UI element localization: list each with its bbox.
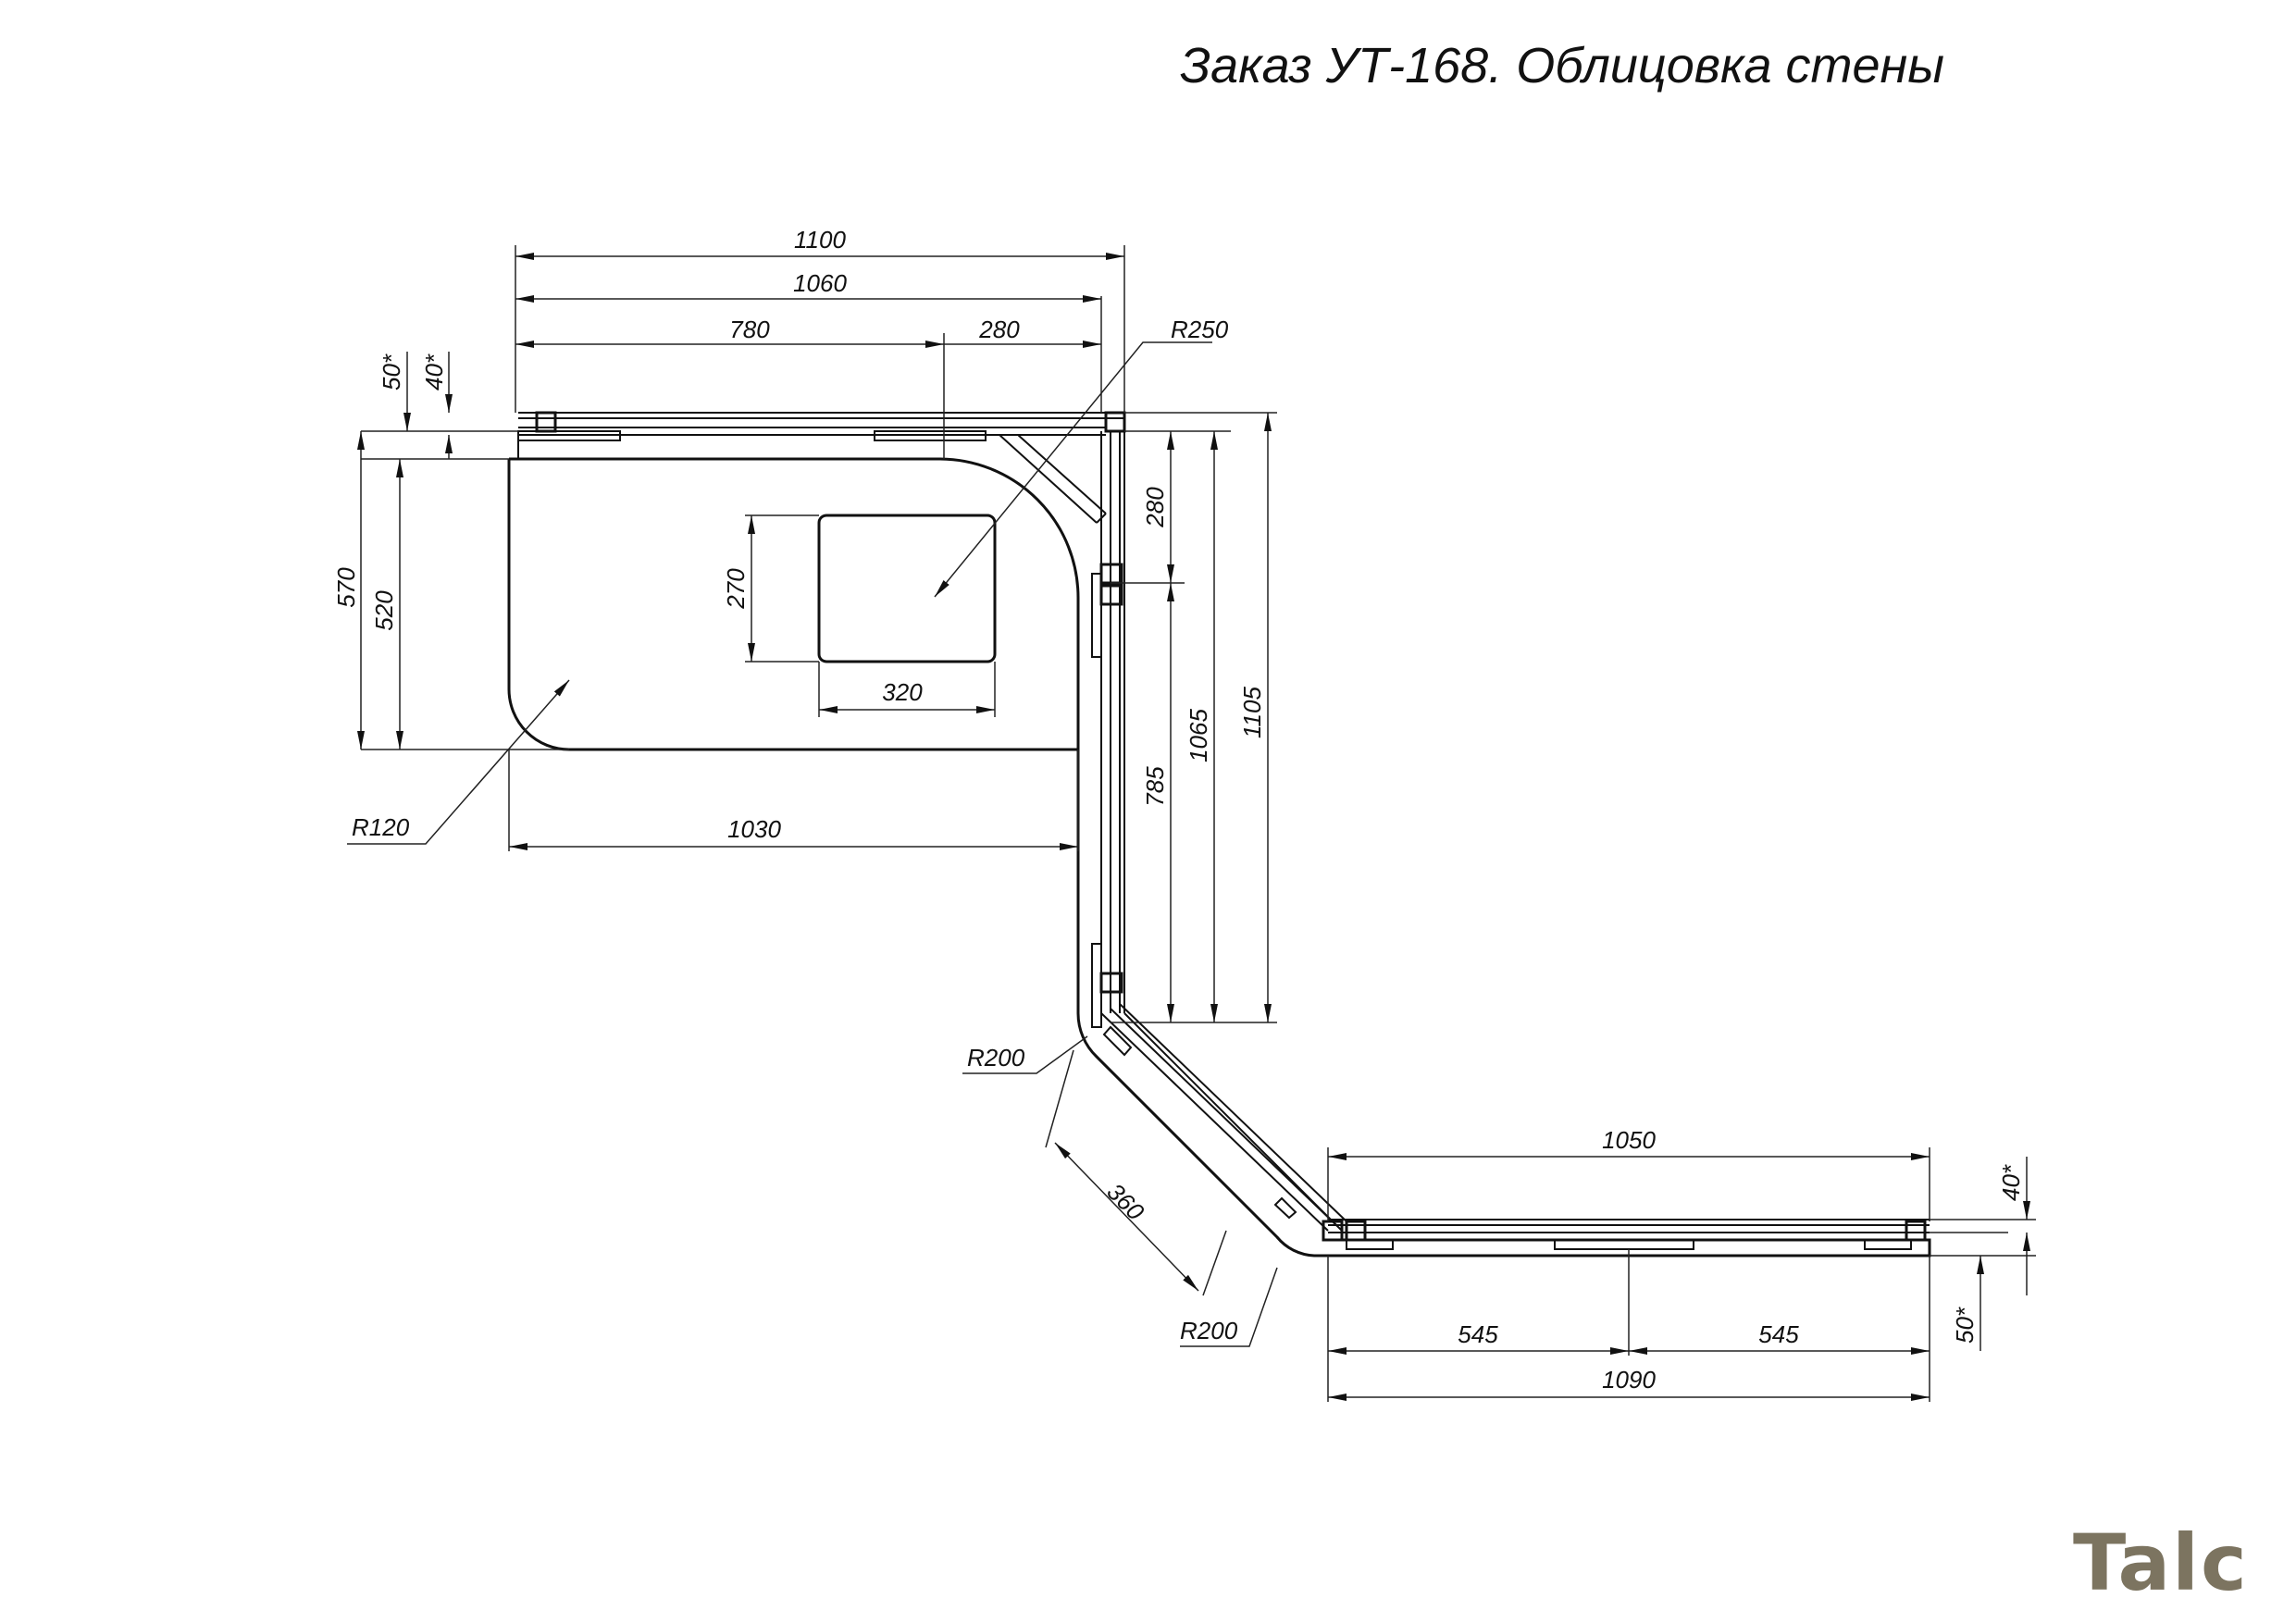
dim-570: 570 [332, 567, 360, 608]
dim-280-top: 280 [978, 316, 1020, 343]
dim-520: 520 [370, 590, 398, 631]
dim-270: 270 [722, 568, 750, 610]
dim-r200-a: R200 [967, 1044, 1025, 1072]
dim-50-right: 50* [1951, 1307, 1979, 1344]
dim-360: 360 [1101, 1178, 1149, 1226]
wall-panel-vertical [1091, 413, 1125, 1028]
dimension-lines [357, 253, 2030, 1401]
dim-r200-b: R200 [1180, 1317, 1238, 1344]
wall-panel-bottom [1322, 1219, 1930, 1250]
dim-280-side: 280 [1141, 487, 1169, 528]
dim-1105: 1105 [1238, 687, 1266, 738]
dim-1100: 1100 [794, 226, 846, 254]
dim-50-top: 50* [378, 353, 405, 390]
dim-785: 785 [1141, 766, 1169, 807]
dim-545-left: 545 [1458, 1320, 1498, 1348]
wall-panel-diagonal [1100, 1003, 1347, 1232]
dim-r120: R120 [352, 813, 410, 841]
dim-r250: R250 [1171, 316, 1229, 343]
dim-320: 320 [882, 678, 923, 706]
dim-1090: 1090 [1602, 1366, 1656, 1394]
dim-1030: 1030 [727, 815, 781, 843]
wall-panel-top [517, 411, 1126, 524]
talc-logo: Talc [2073, 1518, 2249, 1608]
dim-40-right: 40* [1997, 1164, 2025, 1201]
drawing-title: Заказ УТ-168. Облицовка стены [1180, 38, 1944, 93]
dim-1060: 1060 [793, 269, 847, 297]
dim-545-right: 545 [1758, 1320, 1799, 1348]
dim-1065: 1065 [1185, 709, 1212, 762]
radius-leaders [347, 341, 1278, 1347]
dimension-labels: 1100 1060 780 280 R250 50* 40* 570 520 2… [332, 226, 2025, 1394]
dim-1050: 1050 [1602, 1126, 1656, 1154]
dim-780: 780 [729, 316, 770, 343]
dim-40-top: 40* [420, 353, 448, 390]
